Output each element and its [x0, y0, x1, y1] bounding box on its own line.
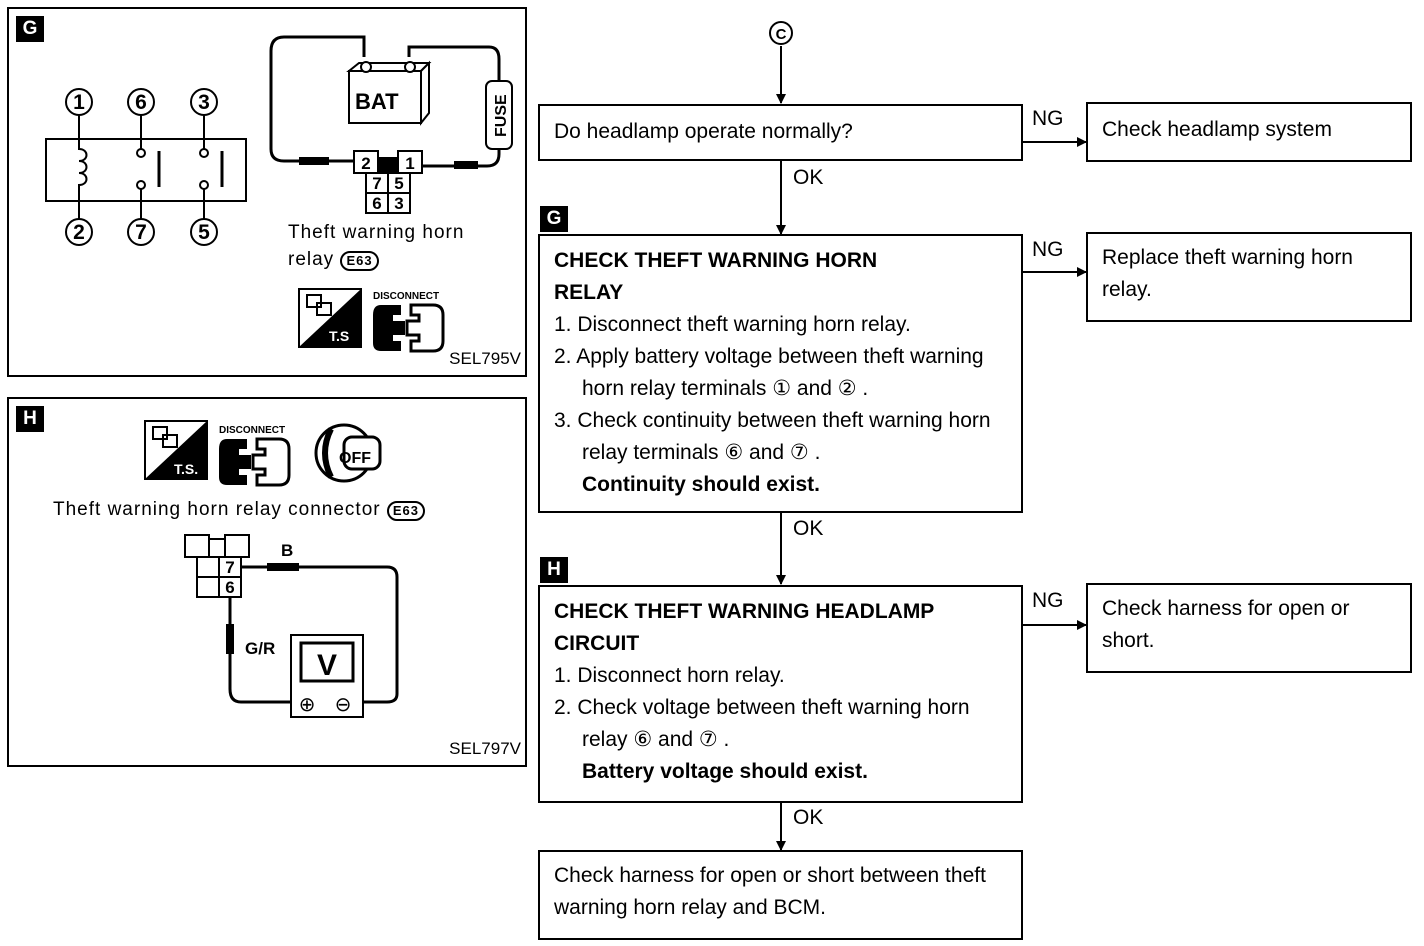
cell-1: 1	[405, 154, 414, 173]
disconnect-h-label: DISCONNECT	[219, 425, 285, 436]
result-check-harness-text: Check harness for open or short.	[1102, 597, 1350, 652]
terminal-3: 3	[198, 91, 210, 114]
cell-5: 5	[394, 174, 403, 193]
decision-headlamp: Do headlamp operate normally?	[538, 104, 1023, 161]
plus-terminal: ⊕	[299, 694, 316, 716]
step-h-item-1: 1. Disconnect horn relay.	[554, 664, 785, 687]
minus-terminal: ⊖	[335, 694, 352, 716]
connector-id-badge: E63	[340, 251, 379, 271]
relay-caption: Theft warning horn	[288, 222, 465, 243]
battery-circuit-wire	[269, 35, 366, 163]
step-g-heading-2: RELAY	[554, 281, 624, 304]
terminal-markers: 1 6 3 2 7 5	[65, 88, 218, 246]
result-check-headlamp-text: Check headlamp system	[1102, 118, 1332, 141]
result-check-headlamp: Check headlamp system	[1086, 102, 1412, 162]
cell-3: 3	[394, 194, 403, 213]
step-h-expectation: Battery voltage should exist.	[582, 760, 868, 783]
step-g-item-1: 1. Disconnect theft warning horn relay.	[554, 313, 911, 336]
step-g-tag: G	[540, 206, 568, 232]
result-check-harness: Check harness for open or short.	[1086, 583, 1412, 673]
terminal-2: 2	[73, 221, 85, 244]
disconnect-label: DISCONNECT	[373, 291, 439, 302]
connector-id-badge-h: E63	[386, 501, 426, 521]
ok-label-1: OK	[793, 166, 824, 189]
step-g-heading: CHECK THEFT WARNING HORN	[554, 249, 878, 272]
panel-g-ref: SEL795V	[449, 349, 521, 368]
step-h-item-2: 2. Check voltage between theft warning h…	[554, 696, 970, 751]
panel-g-relay-check: G 1 6 3 2 7 5	[7, 7, 527, 377]
step-g-item-2: 2. Apply battery voltage between theft w…	[554, 345, 984, 400]
disconnect-icon-h: DISCONNECT	[219, 425, 291, 487]
ok-label-3: OK	[793, 806, 824, 829]
ts-icon: T.S	[298, 288, 362, 348]
cell-6: 6	[372, 194, 381, 213]
terminal-1: 1	[73, 91, 85, 114]
relay-coil	[78, 115, 88, 219]
step-h-heading-2: CIRCUIT	[554, 632, 640, 655]
terminal-6: 6	[135, 91, 147, 114]
terminal-5: 5	[198, 221, 210, 244]
fuse-label: FUSE	[493, 94, 510, 137]
voltage-schematic: T.S. DISCONNECT OFF 7 6	[144, 420, 399, 718]
relay-caption-2: relay E63	[288, 249, 379, 271]
probe-wire-b	[241, 565, 399, 704]
panel-h-ref: SEL797V	[449, 739, 521, 758]
wire-b-label: B	[281, 541, 293, 560]
start-connector	[769, 21, 793, 45]
ts-icon-h: T.S.	[144, 420, 208, 480]
connector-caption: Theft warning horn relay connector E63	[53, 499, 426, 521]
final-check-harness-bcm: Check harness for open or short between …	[538, 850, 1023, 940]
wire-gr-label: G/R	[245, 639, 275, 658]
connector-caption-text: Theft warning horn relay connector	[53, 499, 381, 520]
cell-7: 7	[372, 174, 381, 193]
result-replace-relay: Replace theft warning horn relay.	[1086, 232, 1412, 322]
h-cell-7: 7	[225, 558, 234, 577]
ng-label-3: NG	[1032, 589, 1064, 612]
step-h-heading: CHECK THEFT WARNING HEADLAMP	[554, 600, 935, 623]
step-h-tag: H	[540, 557, 568, 583]
cell-2: 2	[361, 154, 370, 173]
decision-headlamp-text: Do headlamp operate normally?	[554, 120, 853, 143]
disconnect-icon: DISCONNECT	[373, 291, 445, 353]
relay-caption-word: relay	[288, 249, 335, 270]
final-check-text: Check harness for open or short between …	[554, 864, 986, 919]
step-h-box: CHECK THEFT WARNING HEADLAMP CIRCUIT 1. …	[538, 585, 1023, 803]
step-h-list: 1. Disconnect horn relay. 2. Check volta…	[554, 660, 1007, 756]
relay-connector: 2 1 7 5 6 3	[353, 150, 423, 214]
terminal-7: 7	[135, 221, 147, 244]
relay-schematic: 1 6 3 2 7 5	[45, 35, 513, 353]
off-label: OFF	[339, 450, 371, 467]
step-g-expectation: Continuity should exist.	[582, 473, 821, 496]
ts-icon-label: T.S	[329, 328, 349, 344]
ignition-off-icon: OFF	[314, 423, 382, 483]
fuse-icon: FUSE	[485, 80, 513, 150]
voltmeter-label: V	[317, 649, 337, 682]
probe-wire-gr	[228, 597, 309, 704]
panel-h-tag: H	[16, 406, 44, 432]
ok-label-2: OK	[793, 517, 824, 540]
step-g-list: 1. Disconnect theft warning horn relay. …	[554, 309, 1007, 469]
panel-g-tag: G	[16, 16, 44, 42]
result-replace-relay-text: Replace theft warning horn relay.	[1102, 246, 1353, 301]
ts-icon-h-label: T.S.	[174, 461, 198, 477]
ng-label-2: NG	[1032, 238, 1064, 261]
ng-label-1: NG	[1032, 107, 1064, 130]
start-label: C	[776, 26, 787, 43]
step-g-item-3: 3. Check continuity between theft warnin…	[554, 409, 991, 464]
voltmeter-icon: V ⊕ ⊖	[290, 634, 364, 718]
battery-icon: BAT	[346, 60, 432, 126]
panel-h-voltage-check: H T.S. DISCONNECT OFF	[7, 397, 527, 767]
step-g-box: CHECK THEFT WARNING HORN RELAY 1. Discon…	[538, 234, 1023, 513]
battery-label: BAT	[355, 89, 399, 114]
h-cell-6: 6	[225, 578, 234, 597]
